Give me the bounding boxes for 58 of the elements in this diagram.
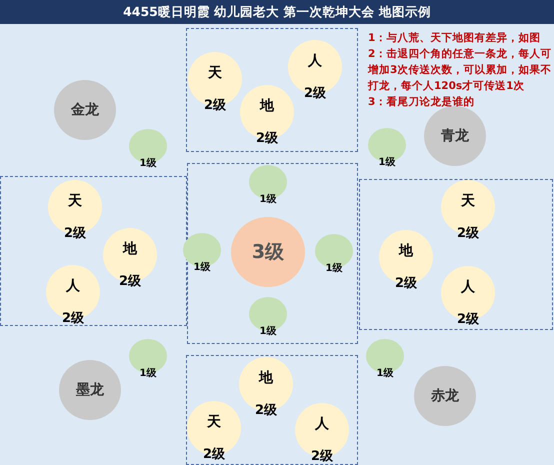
zone-circle [441, 266, 495, 328]
zone-circle [240, 85, 294, 147]
zone-circle [441, 180, 495, 242]
zone-circle [103, 228, 157, 290]
node-label: 青龙 [440, 128, 470, 144]
level-label: 1级 [258, 194, 278, 206]
note-text: 3：看尾刀论龙是谁的 [368, 95, 476, 110]
node-label: 人 [314, 416, 330, 432]
level-label: 2级 [202, 98, 228, 112]
node-label: 人 [306, 53, 323, 69]
note-text: 1：与八荒、天下地图有差异，如图 [368, 31, 542, 46]
node-label: 天 [206, 65, 223, 81]
level-label: 1级 [258, 326, 278, 338]
level-label: 2级 [394, 276, 418, 290]
level-label: 1级 [138, 368, 158, 380]
level-label: 2级 [254, 402, 278, 418]
node-label: 天 [206, 414, 222, 430]
dragon-circle [424, 106, 486, 166]
level-label: 2级 [456, 312, 480, 326]
zone-circle [288, 40, 342, 102]
level-label: 2级 [302, 86, 328, 100]
zone-circle [48, 180, 102, 242]
node-label: 地 [122, 241, 138, 257]
level-label: 1级 [138, 158, 158, 170]
node-label: 赤龙 [430, 388, 460, 404]
node-label: 地 [258, 98, 275, 114]
node-label: 墨龙 [75, 382, 105, 398]
level-label: 1级 [192, 262, 212, 274]
node-label: 地 [258, 370, 274, 386]
zone-circle [379, 230, 433, 292]
node-label: 人 [460, 279, 476, 295]
level-label: 2级 [456, 226, 480, 240]
level-label: 3级 [250, 242, 286, 262]
zone-circle [46, 265, 100, 327]
zone-circle [239, 357, 293, 419]
level-label: 1级 [376, 368, 394, 380]
level-label: 2级 [254, 130, 280, 146]
node-label: 地 [398, 243, 414, 259]
node-label: 金龙 [70, 102, 100, 118]
level-label: 2级 [202, 446, 226, 462]
dragon-circle [414, 366, 476, 426]
node-label: 天 [66, 193, 83, 209]
zone-circle [188, 52, 242, 114]
level-label: 1级 [324, 263, 344, 275]
level-label: 2级 [118, 274, 142, 288]
node-label: 天 [460, 193, 476, 209]
dragon-circle [59, 360, 121, 420]
dragon-circle [54, 80, 116, 140]
boss-circle [231, 217, 305, 287]
level-label: 2级 [60, 310, 86, 326]
zone-circle [295, 403, 349, 465]
zone-circle [187, 401, 241, 463]
node-label: 人 [64, 278, 81, 294]
title-bar: 4455暖日明霞 幼儿园老大 第一次乾坤大会 地图示例 [0, 0, 554, 24]
level-label: 2级 [62, 226, 88, 240]
level-label: 1级 [378, 157, 396, 169]
level-label: 2级 [310, 448, 334, 464]
note-text: 2：击退四个角的任意一条龙，每人可增加3次传送次数，可以累加，如果不打龙，每个人120s才可传送1次 [368, 47, 552, 94]
